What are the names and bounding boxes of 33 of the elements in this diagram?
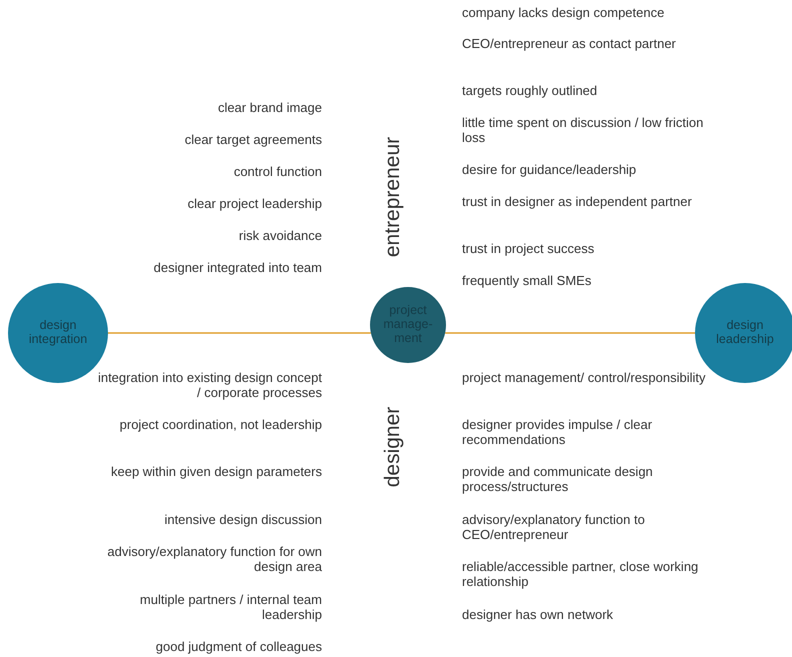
characteristic-text: project coordination, not leadership (118, 418, 322, 433)
characteristic-text: CEO/entrepreneur as contact partner (462, 37, 677, 52)
characteristic-text: targets roughly outlined (462, 84, 598, 99)
circle-label: design integration (28, 319, 88, 347)
characteristic-text: project management/ control/responsibility (462, 371, 707, 386)
characteristic-text: trust in project success (462, 242, 596, 257)
characteristic-text: designer provides impulse / clear recommendations (462, 418, 654, 448)
characteristic-text: clear project leadership (186, 197, 322, 212)
axis-label: designer (381, 406, 405, 488)
characteristic-text: multiple partners / internal team leadership (138, 593, 322, 623)
characteristic-text: frequently small SMEs (462, 274, 592, 289)
characteristic-text: intensive design discussion (163, 513, 322, 528)
characteristic-text: control function (232, 165, 322, 180)
characteristic-text: clear brand image (216, 101, 322, 116)
axis-label: entrepreneur (381, 136, 405, 258)
characteristic-text: risk avoidance (238, 229, 322, 244)
characteristic-text: advisory/explanatory function to CEO/entrepreneur (462, 513, 646, 543)
characteristic-text: keep within given design parameters (110, 465, 322, 480)
characteristic-text: good judgment of colleagues (154, 640, 322, 655)
characteristic-text: advisory/explanatory function for own design area (106, 545, 322, 575)
characteristic-text: integration into existing design concept / corporate processes (97, 371, 322, 401)
characteristic-text: provide and communicate design process/structures (462, 465, 654, 495)
circle-label: design leadership (715, 319, 775, 347)
connector-line (108, 332, 371, 334)
characteristic-text: company lacks design competence (462, 6, 666, 21)
characteristic-text: reliable/accessible partner, close working relationship (462, 560, 700, 590)
characteristic-text: little time spent on discussion / low friction loss (462, 116, 704, 146)
characteristic-text: designer integrated into team (152, 261, 322, 276)
connector-line (445, 332, 695, 334)
characteristic-text: clear target agreements (184, 133, 322, 148)
characteristic-text: trust in designer as independent partner (462, 195, 693, 210)
characteristic-text: desire for guidance/leadership (462, 163, 638, 178)
characteristic-text: designer has own network (462, 608, 614, 623)
